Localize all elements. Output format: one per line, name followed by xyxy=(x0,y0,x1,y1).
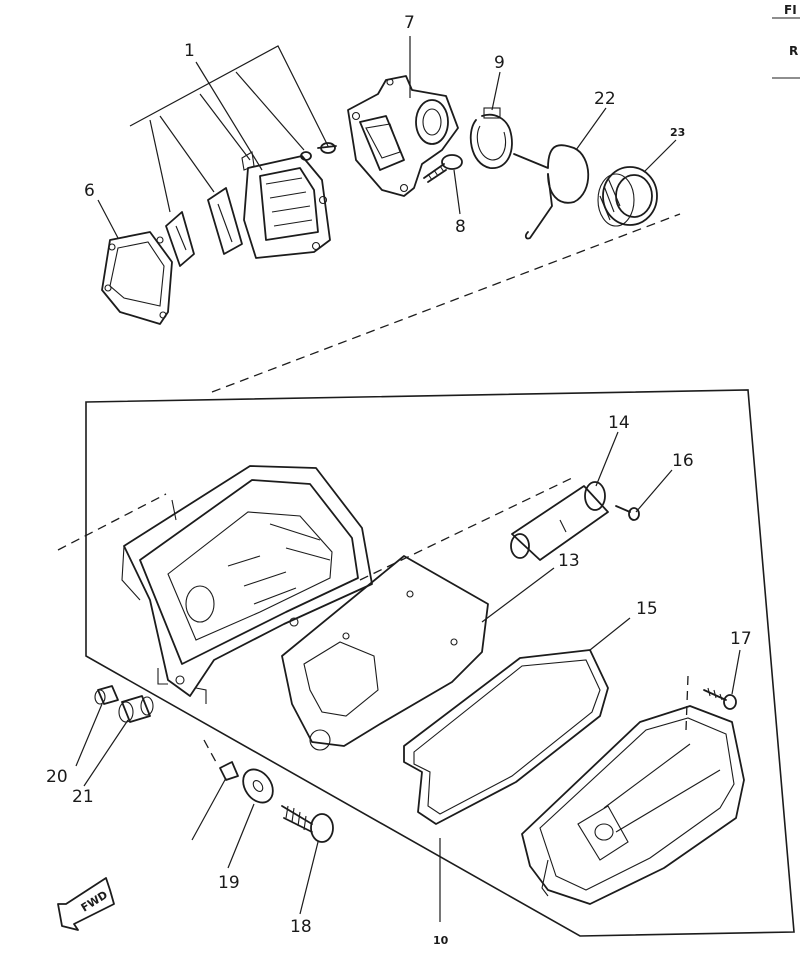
part-14-pipe xyxy=(510,481,609,561)
callout-19: 19 xyxy=(218,873,240,893)
upper-dashed-line xyxy=(211,213,681,393)
part-10-assembly-frame xyxy=(85,389,795,937)
callout-21: 21 xyxy=(72,787,94,807)
callout-13: 13 xyxy=(558,551,580,571)
callout-7: 7 xyxy=(404,13,415,33)
part-20-collar xyxy=(94,685,119,705)
fwd-arrow-icon: FWD xyxy=(57,877,115,931)
part-23-rubber-joint xyxy=(597,166,658,227)
part-22-spring xyxy=(513,144,590,240)
part-19-washer xyxy=(242,768,274,804)
part-1-bracket xyxy=(129,45,329,213)
lower-dashed-line-bottom xyxy=(203,739,217,763)
part-6-gasket xyxy=(101,231,173,325)
callout-8: 8 xyxy=(455,217,466,237)
reed-petal-left xyxy=(165,211,195,267)
callout-22: 22 xyxy=(594,89,616,109)
part-9-clamp xyxy=(469,107,513,169)
fig-label: FI xyxy=(784,3,797,17)
part-16-screw xyxy=(615,505,640,521)
leader-lines xyxy=(75,36,741,922)
part-13-element-plate xyxy=(281,555,489,751)
callout-17: 17 xyxy=(730,629,752,649)
reed-petal-right xyxy=(207,187,243,255)
part-7-intake-manifold xyxy=(347,75,459,197)
callout-numbers: 1 7 9 22 23 6 8 14 16 13 15 17 20 21 19 … xyxy=(46,13,752,947)
callout-9: 9 xyxy=(494,53,505,73)
part-8-bolt xyxy=(423,154,463,183)
part-21-grommet xyxy=(118,695,154,723)
callout-1: 1 xyxy=(184,41,195,61)
air-cleaner-cover xyxy=(521,705,745,905)
callout-6: 6 xyxy=(84,181,95,201)
callout-15: 15 xyxy=(636,599,658,619)
lower-dashed-line-left xyxy=(57,493,167,551)
part-18-bolt xyxy=(281,805,334,843)
air-cleaner-case xyxy=(121,465,373,704)
header-fragment: FI R xyxy=(772,3,800,79)
part-15-seal xyxy=(403,649,609,825)
lower-dashed-line-right xyxy=(685,675,689,731)
ref-label: R xyxy=(789,44,798,58)
callout-20: 20 xyxy=(46,767,68,787)
part-1-screw xyxy=(300,142,337,161)
small-collar xyxy=(219,761,239,781)
callout-23: 23 xyxy=(670,126,685,139)
callout-10: 10 xyxy=(433,934,449,947)
part-1-reed-valve xyxy=(241,151,331,259)
callout-14: 14 xyxy=(608,413,630,433)
callout-18: 18 xyxy=(290,917,312,937)
part-17-screw xyxy=(703,687,737,710)
callout-16: 16 xyxy=(672,451,694,471)
lower-dashed-line-mid xyxy=(359,477,573,581)
